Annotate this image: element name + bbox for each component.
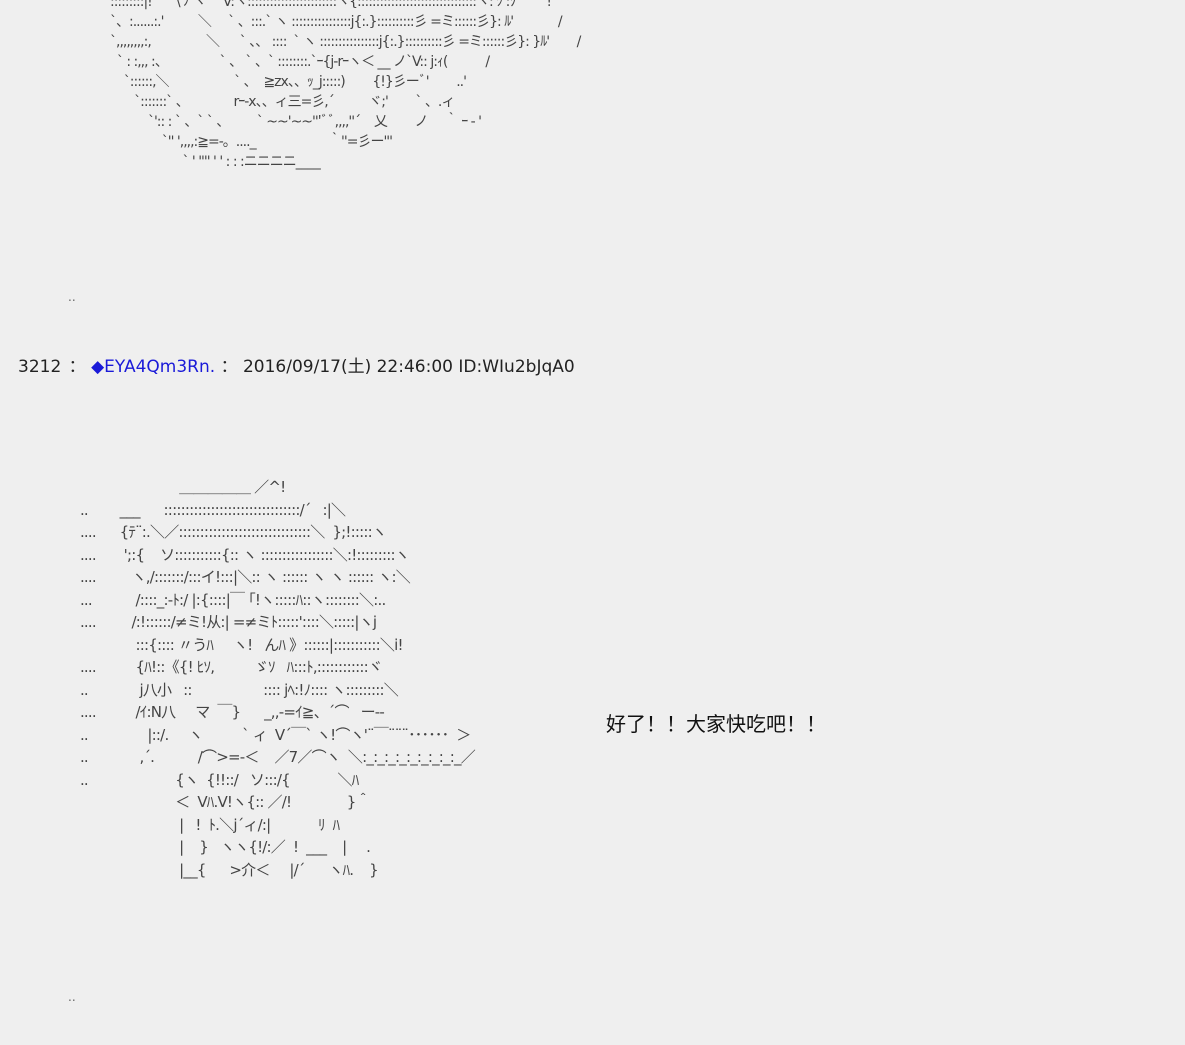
ascii-art-top: :::::::::|! \ ﾉ ヽ V:ヽ:::::::::::::::::::… — [110, 0, 581, 170]
post-separator: ： — [220, 357, 238, 377]
speech-text: 好了！！大家快吃吧！！ — [606, 712, 826, 736]
post-id-label: ID: — [458, 357, 483, 377]
post-separator: ： — [68, 357, 86, 377]
post-header: 3212 ： ◆EYA4Qm3Rn. ： 2016/09/17(土) 22:46… — [18, 352, 575, 377]
ascii-art-character: ＿＿＿＿＿ ／^! .. ___ :::::::::::::::::::::::… — [79, 478, 476, 879]
separator-dots: .. — [68, 990, 76, 1004]
post-number[interactable]: 3212 — [18, 357, 62, 377]
poster-name[interactable]: ◆EYA4Qm3Rn. — [91, 357, 216, 377]
separator-dots: .. — [68, 290, 76, 304]
post-id: WIu2bJqA0 — [482, 357, 575, 377]
post-datetime: 2016/09/17(土) 22:46:00 — [242, 357, 453, 377]
